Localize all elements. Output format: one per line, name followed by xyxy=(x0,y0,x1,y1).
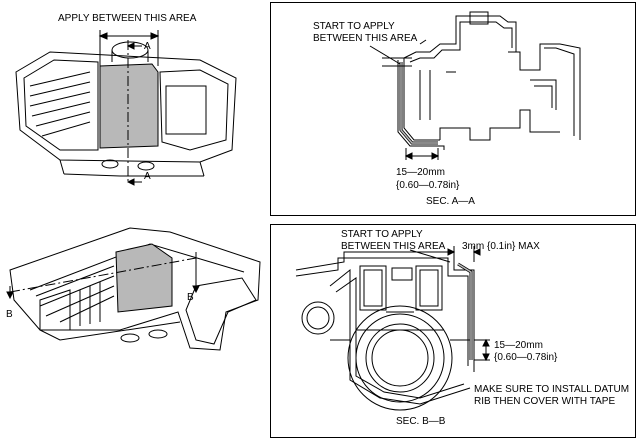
section-title-a: SEC. A—A xyxy=(426,196,475,207)
tape-b xyxy=(457,262,473,360)
apply-area-caption: APPLY BETWEEN THIS AREA xyxy=(58,13,197,24)
section-line-b xyxy=(6,252,200,300)
apply-dimension-bracket xyxy=(98,30,160,66)
section-mark-a-bottom: A xyxy=(144,171,151,182)
apply-area-b xyxy=(115,243,173,313)
datum-note-line2: RIB THEN COVER WITH TAPE xyxy=(474,396,616,407)
section-b-profile xyxy=(295,251,475,411)
dim-in-a: {0.60—0.78in} xyxy=(396,180,460,191)
start-apply-line2-a: BETWEEN THIS AREA xyxy=(313,33,418,44)
dim-in-b: {0.60—0.78in} xyxy=(494,352,558,363)
section-a-profile xyxy=(397,11,581,150)
start-apply-line2-b: BETWEEN THIS AREA xyxy=(341,241,446,252)
section-mark-a-top: A xyxy=(144,41,151,52)
start-leader-b xyxy=(409,246,481,263)
gap-dimension-b: 3mm {0.1in} MAX xyxy=(462,241,540,252)
section-line-a xyxy=(126,40,142,186)
section-b-panel xyxy=(270,224,636,438)
start-apply-line1-b: START TO APPLY xyxy=(341,229,423,240)
section-a-panel xyxy=(270,2,636,216)
section-mark-b-right: B xyxy=(187,292,194,303)
start-apply-line1-a: START TO APPLY xyxy=(313,21,395,32)
dim-arrow-a xyxy=(404,148,440,160)
dim-arrow-b xyxy=(474,338,490,362)
assembly-top-view xyxy=(15,41,237,177)
dim-mm-a: 15—20mm xyxy=(396,167,445,178)
start-leader-a xyxy=(369,45,412,67)
section-mark-b-left: B xyxy=(6,309,13,320)
dim-mm-b: 15—20mm xyxy=(494,340,543,351)
apply-area-a xyxy=(99,63,159,149)
section-title-b: SEC. B—B xyxy=(396,416,446,427)
datum-note-line1: MAKE SURE TO INSTALL DATUM xyxy=(474,384,630,395)
